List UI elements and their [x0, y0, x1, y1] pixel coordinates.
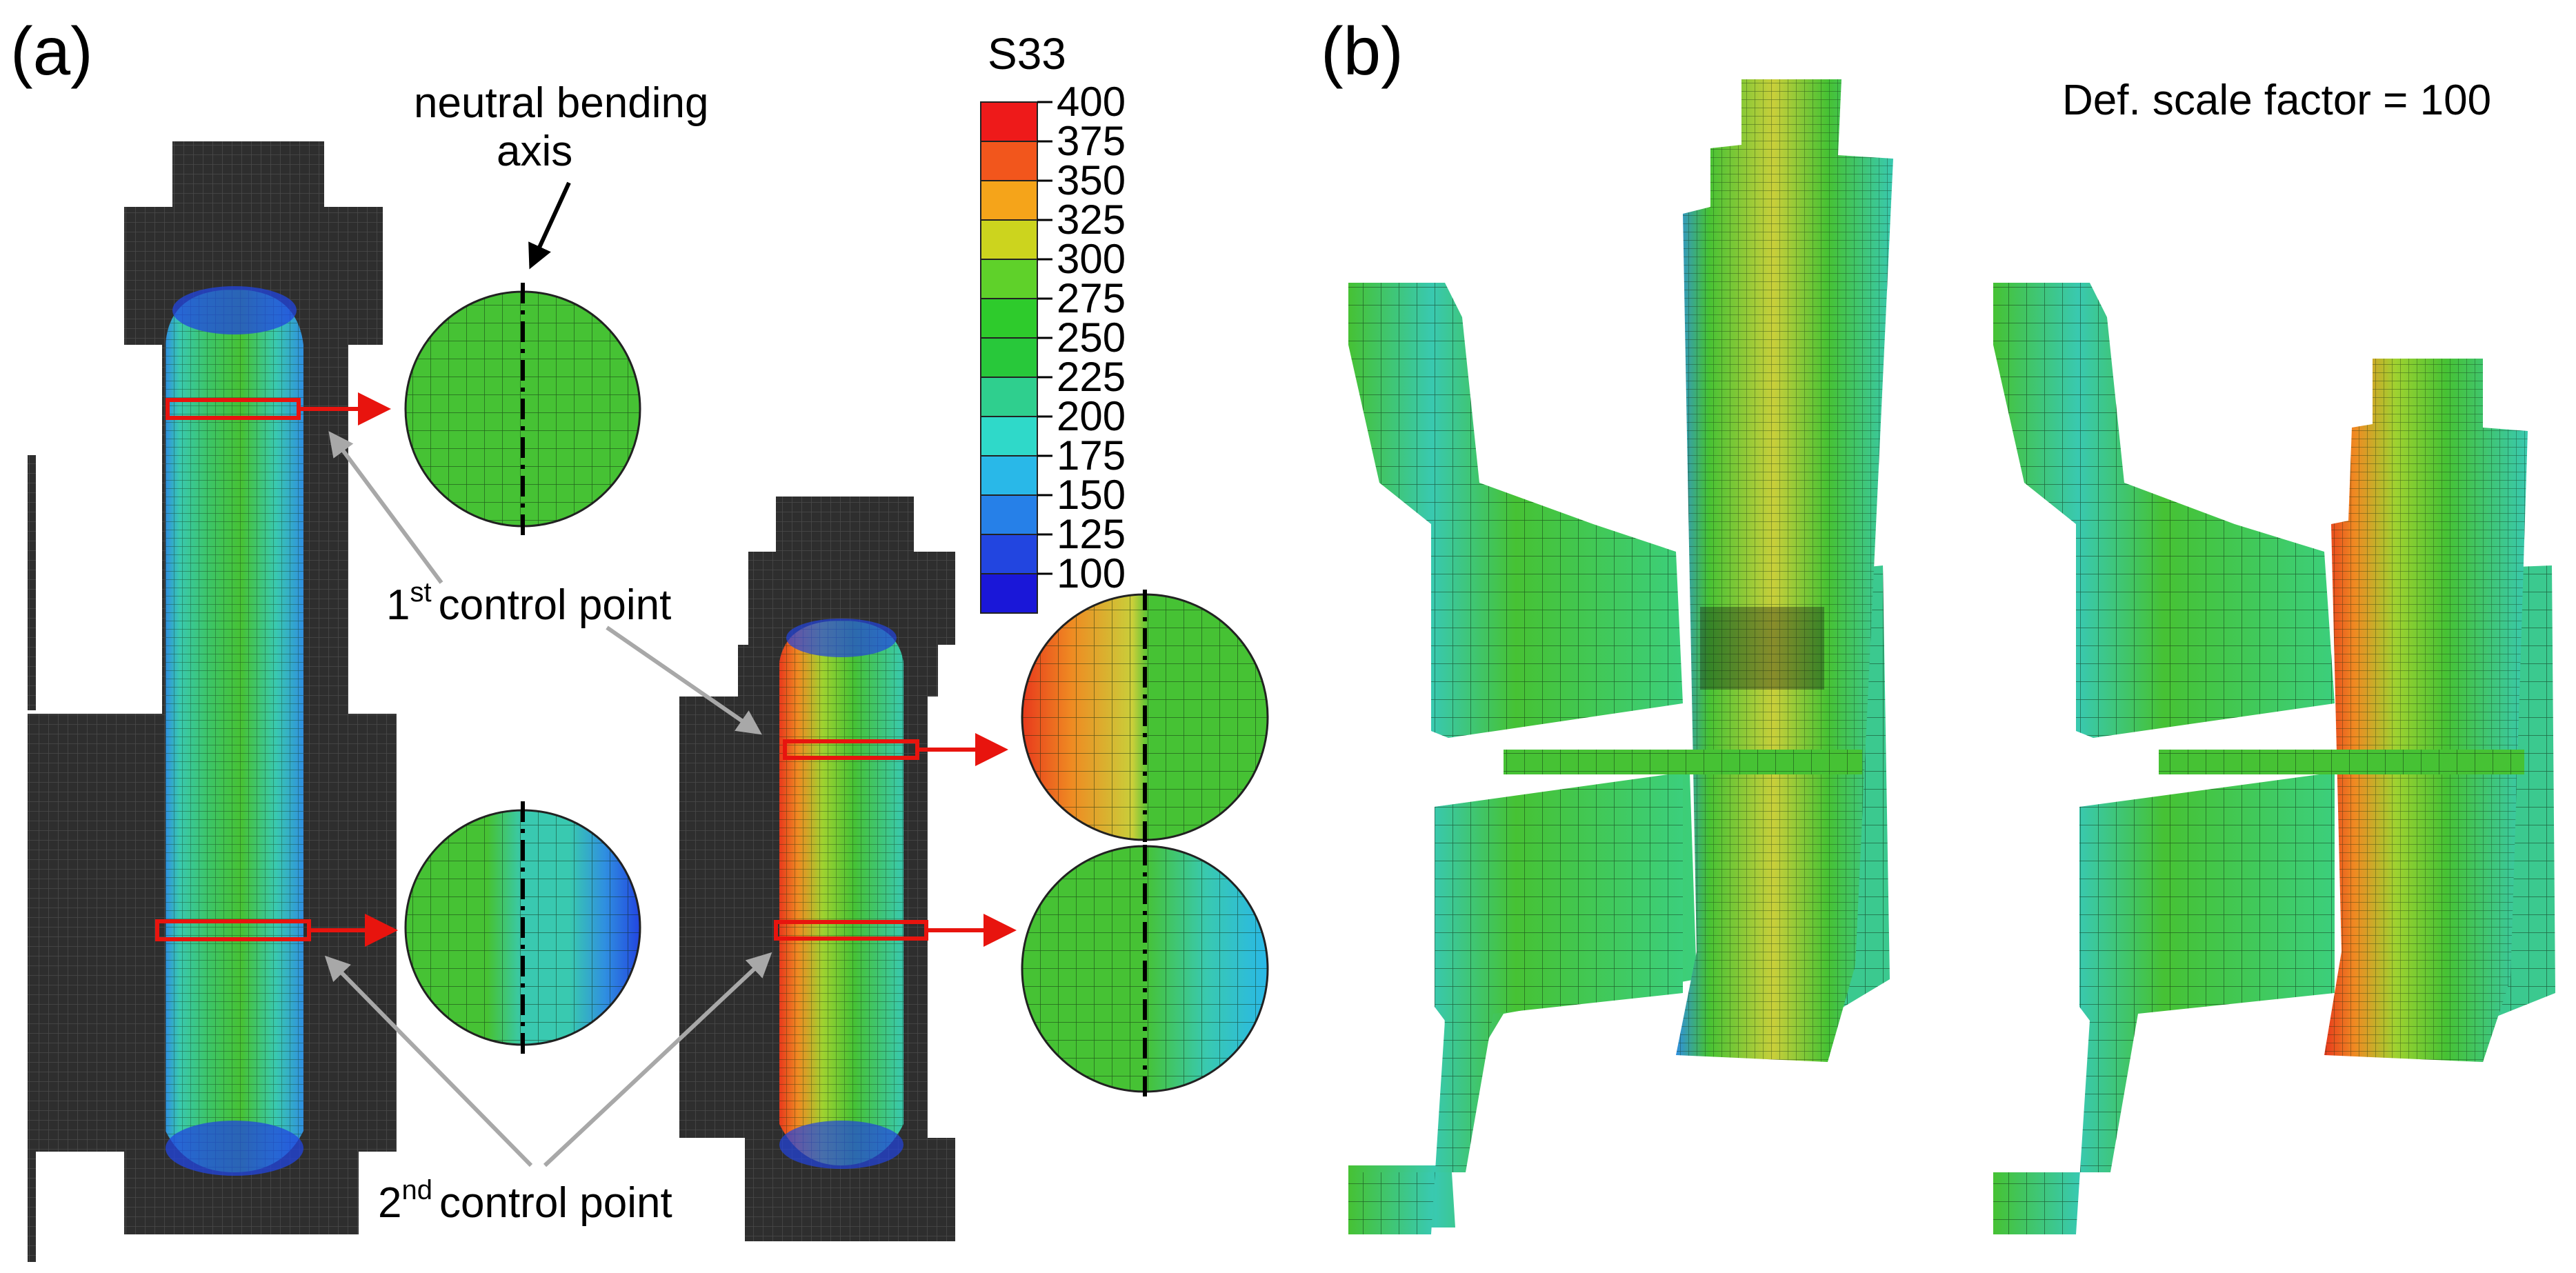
legend-swatch	[980, 416, 1038, 457]
legend-swatch	[980, 101, 1038, 142]
legend-swatch	[980, 494, 1038, 535]
left-plate-mesh	[28, 455, 36, 1262]
legend-value: 375	[1057, 118, 1126, 164]
legend-swatch	[980, 259, 1038, 299]
first-cp-pointer-right	[606, 625, 762, 735]
left-assembly	[28, 141, 398, 1262]
legend-swatch	[980, 180, 1038, 221]
legend-value: 100	[1057, 550, 1126, 597]
legend-swatch	[980, 573, 1038, 614]
s33-legend: S33 400375350325300275250225200175150125…	[980, 29, 1126, 614]
neutral-axis-pointer	[528, 181, 571, 270]
legend-value: 325	[1057, 197, 1126, 243]
legend-swatches	[980, 101, 1038, 614]
legend-title: S33	[988, 29, 1066, 79]
deformed-model-1	[1348, 79, 1893, 1234]
legend-value: 250	[1057, 314, 1126, 361]
first-cp-pointer-left	[328, 431, 443, 584]
legend-swatch	[980, 141, 1038, 181]
legend-value: 350	[1057, 157, 1126, 203]
legend-value: 150	[1057, 472, 1126, 518]
left-section-bottom	[404, 801, 641, 1055]
neutral-axis-label-2: axis	[497, 128, 572, 175]
legend-swatch	[980, 455, 1038, 496]
middle-assembly	[679, 497, 1017, 1241]
panel-label-a: (a)	[10, 13, 93, 89]
middle-bolt-mesh	[779, 621, 903, 1165]
legend-swatch	[980, 377, 1038, 417]
scale-factor-label: Def. scale factor = 100	[2062, 77, 2491, 124]
deformed-model-2	[1993, 283, 2555, 1234]
neutral-axis-label-1: neutral bending	[414, 79, 708, 127]
left-bolt-mesh	[166, 290, 303, 1172]
left-bolt-bottom-cap	[166, 1121, 303, 1176]
legend-value: 275	[1057, 275, 1126, 321]
legend-swatch	[980, 337, 1038, 378]
middle-section-top	[1021, 590, 1269, 845]
legend-swatch	[980, 534, 1038, 574]
left-section-top	[404, 283, 641, 538]
middle-section-bottom	[1021, 845, 1269, 1096]
middle-bolt-top-cap	[786, 619, 897, 657]
middle-bolt-bottom-cap	[779, 1121, 903, 1169]
left-bolt-top-cap	[172, 286, 297, 334]
legend-swatch	[980, 298, 1038, 339]
model1-top-plate-mesh	[1348, 283, 1683, 738]
second-cp-pointer-left	[324, 955, 533, 1167]
panel-label-b: (b)	[1321, 13, 1404, 89]
second-cp-pointer-right	[543, 952, 772, 1167]
legend-swatch	[980, 219, 1038, 260]
model1-thread-zone	[1700, 607, 1824, 690]
legend-value: 300	[1057, 236, 1126, 282]
model1-bolt-mesh	[1676, 79, 1893, 1062]
legend-value: 225	[1057, 354, 1126, 400]
legend-value: 175	[1057, 432, 1126, 479]
legend-value: 400	[1057, 79, 1126, 125]
legend-value: 125	[1057, 511, 1126, 557]
legend-value: 200	[1057, 393, 1126, 439]
